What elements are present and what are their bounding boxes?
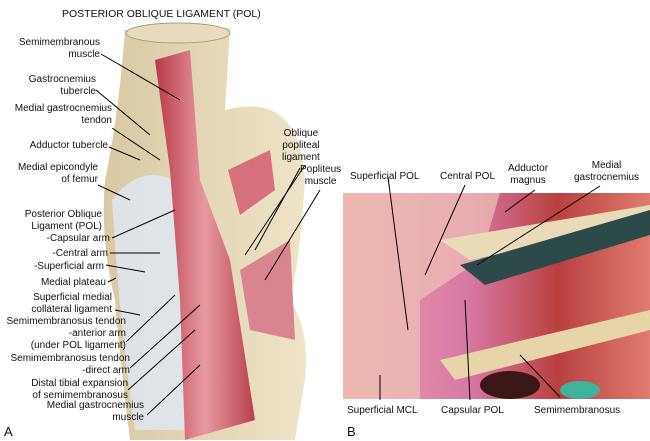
label-gastrocnemius-tubercle: Gastrocnemius tubercle xyxy=(28,74,96,97)
panel-letter-b: B xyxy=(347,424,356,439)
label-semimembranosus: Semimembranosus xyxy=(534,405,621,416)
label-medial-gastrocnemius: Medial gastrocnemius xyxy=(574,160,640,183)
label-popliteus-muscle: Popliteus muscle xyxy=(300,164,342,187)
label-superficial-arm: -Superficial arm xyxy=(33,261,104,272)
knee-illustration xyxy=(103,22,306,440)
label-capsular-arm: -Capsular arm xyxy=(46,233,110,244)
label-semimembranous-muscle: Semimembranous muscle xyxy=(18,37,100,60)
label-distal-tibial-expansion: Distal tibial expansion of semimembranos… xyxy=(31,378,128,401)
label-medial-epicondyle: Medial epicondyle of femur xyxy=(17,162,98,185)
label-pol: Posterior Oblique Ligament (POL) xyxy=(24,209,102,232)
leader-lines xyxy=(95,53,601,416)
label-superficial-pol: Superficial POL xyxy=(350,171,420,182)
panel-letter-a: A xyxy=(4,424,13,439)
label-central-arm: -Central arm xyxy=(52,248,108,259)
label-oblique-popliteal-ligament: Oblique popliteal ligament xyxy=(282,128,320,163)
figure-title: POSTERIOR OBLIQUE LIGAMENT (POL) xyxy=(62,8,261,20)
label-superficial-mcl: Superficial medial collateral ligament xyxy=(31,292,112,315)
label-semimembranosus-direct-arm: Semimembranosus tendon -direct arm xyxy=(10,353,130,376)
label-medial-gastrocnemius-tendon: Medial gastrocnemius tendon xyxy=(14,103,112,126)
label-medial-plateau: Medial plateau xyxy=(40,277,106,288)
label-adductor-magnus: Adductor magnus xyxy=(508,163,549,186)
label-capsular-pol: Capsular POL xyxy=(441,405,504,416)
label-superficial-mcl-b: Superficial MCL xyxy=(347,405,418,416)
label-medial-gastrocnemius-muscle: Medial gastrocnemius muscle xyxy=(46,400,144,423)
label-adductor-tubercle: Adductor tubercle xyxy=(29,140,108,151)
photo-b xyxy=(343,193,650,399)
label-semimembranosus-anterior-arm: Semimembranosus tendon -anterior arm (un… xyxy=(6,316,126,351)
label-central-pol: Central POL xyxy=(440,171,496,182)
